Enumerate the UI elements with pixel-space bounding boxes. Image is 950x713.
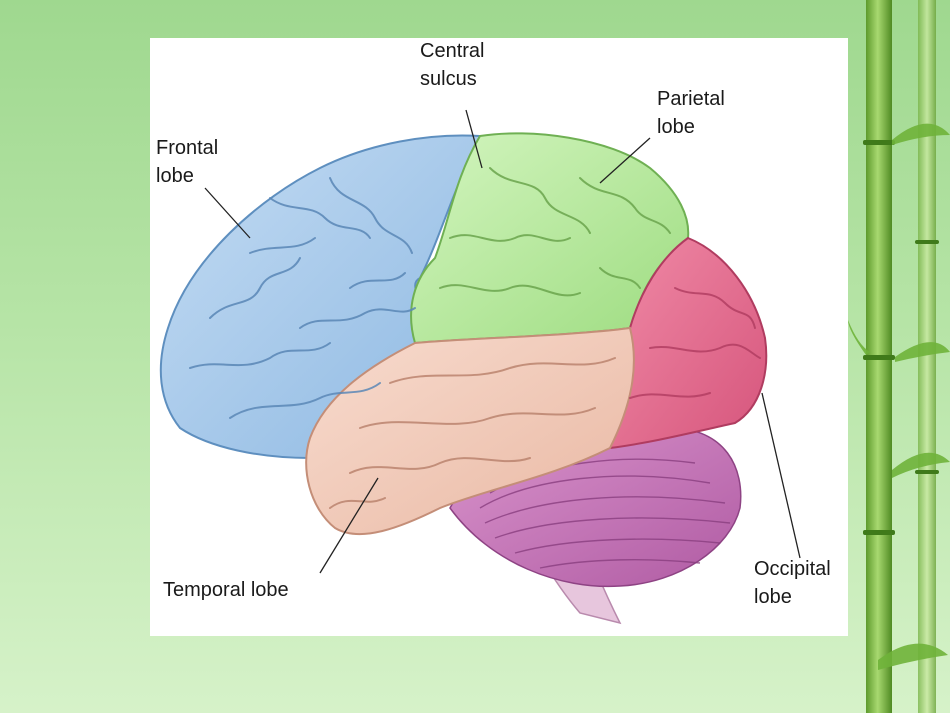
temporal-lobe-region xyxy=(305,326,635,536)
leader-frontal-lobe xyxy=(204,187,251,239)
diagram-panel: Central sulcus Parietal lobe Frontal lob… xyxy=(150,38,848,636)
label-temporal-lobe: Temporal lobe xyxy=(163,579,289,601)
occipital-lobe-region xyxy=(608,236,768,450)
leader-occipital-lobe xyxy=(761,392,801,559)
label-parietal-lobe: Parietal lobe xyxy=(657,88,725,138)
leader-central-sulcus xyxy=(465,109,483,169)
leader-parietal-lobe xyxy=(599,137,651,184)
brain-diagram xyxy=(159,109,801,625)
label-frontal-lobe: Frontal lobe xyxy=(156,137,219,187)
bamboo-decoration xyxy=(848,0,950,713)
label-central-sulcus: Central sulcus xyxy=(420,40,485,90)
label-occipital-lobe: Occipital lobe xyxy=(754,558,831,608)
leader-temporal-lobe xyxy=(319,477,379,574)
